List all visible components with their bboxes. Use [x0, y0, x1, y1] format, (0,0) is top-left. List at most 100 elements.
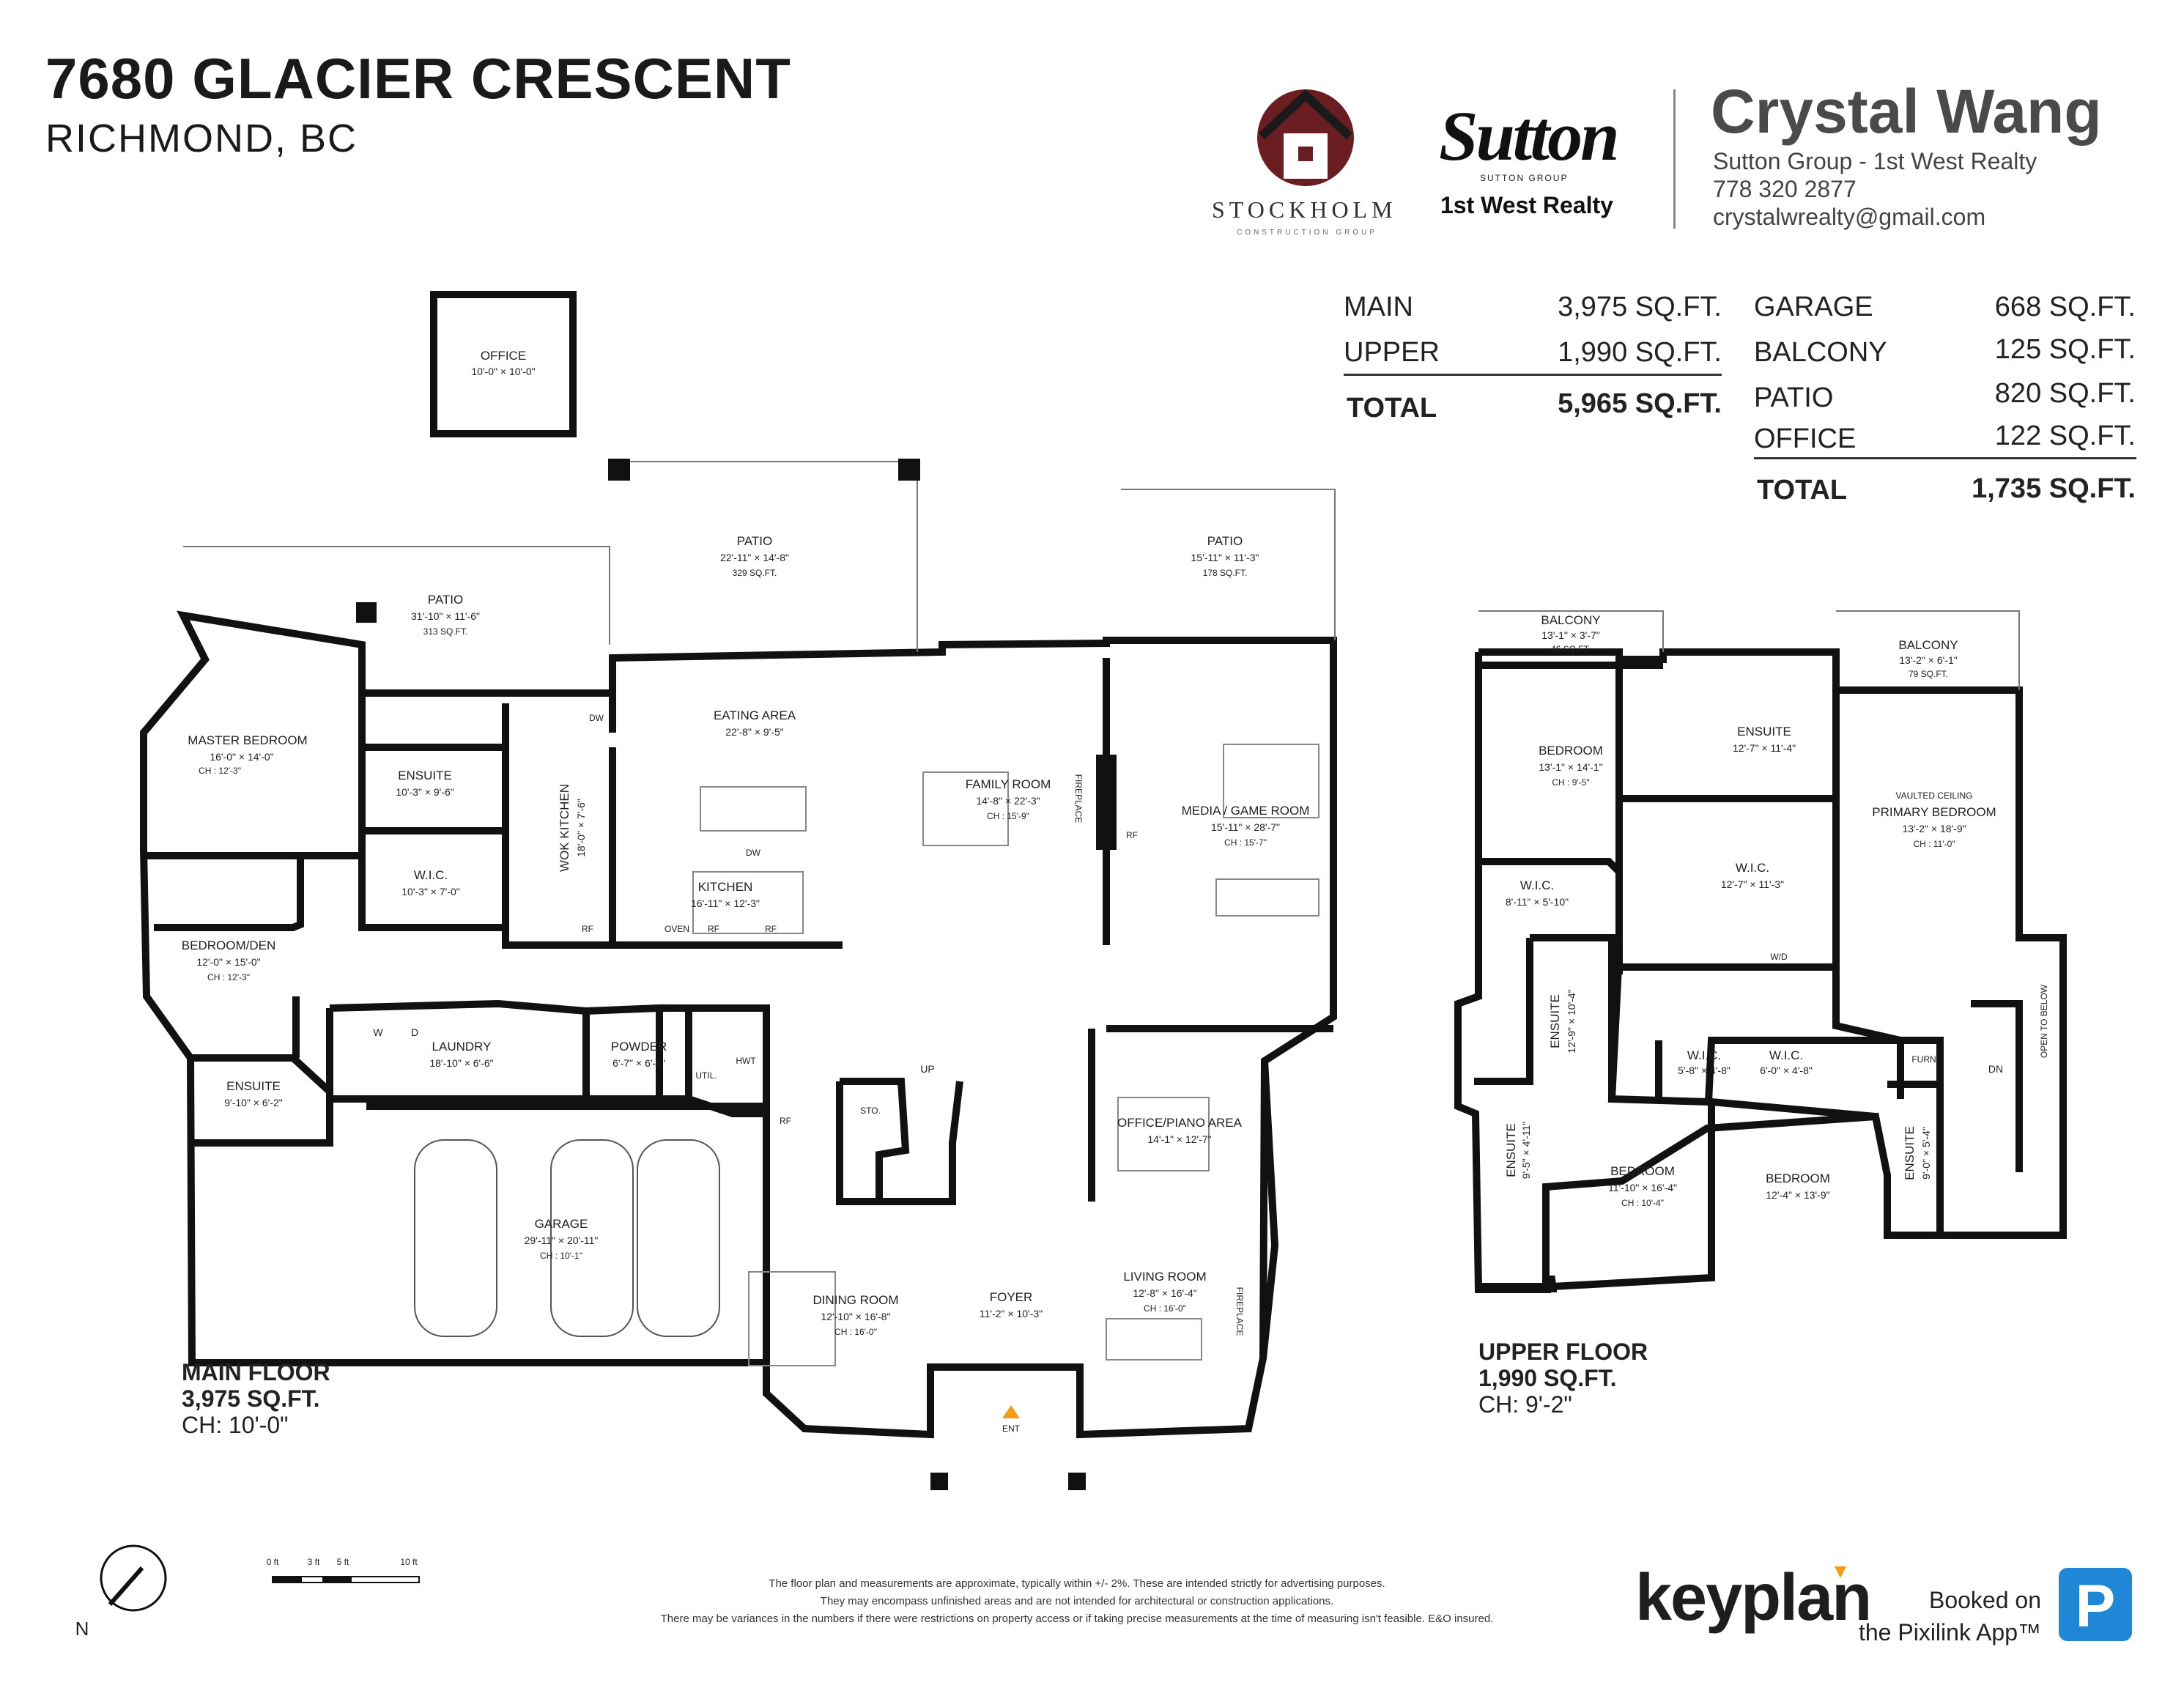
garage-ch: CH : 10'-1"	[540, 1251, 582, 1261]
main-floor-ceiling: CH: 10'-0"	[182, 1412, 289, 1438]
balcony1-dims: 13'-1" × 3'-7"	[1541, 629, 1600, 641]
upper-floor-label: UPPER FLOOR	[1478, 1339, 1648, 1365]
ensuite-a-dims: 12'-7" × 11'-4"	[1733, 742, 1796, 754]
family-dims: 14'-8" × 22'-3"	[976, 795, 1040, 807]
garage-name: GARAGE	[535, 1217, 588, 1231]
area-total2-label: TOTAL	[1757, 475, 1848, 506]
wic-a-name: W.I.C.	[1520, 878, 1554, 892]
main-floor-walls	[140, 291, 1337, 1439]
patio-center-name: PATIO	[737, 534, 773, 548]
sutton-sub: SUTTON GROUP	[1480, 173, 1569, 183]
scale-0: 0 ft	[267, 1557, 279, 1567]
balcony2-dims: 13'-2" × 6'-1"	[1899, 654, 1958, 666]
area-total2-value: 1,735 SQ.FT.	[1972, 473, 2136, 504]
area-office-label: OFFICE	[1754, 423, 1857, 454]
primary-vaulted: VAULTED CEILING	[1896, 791, 1973, 801]
main-floor-area: 3,975 SQ.FT.	[182, 1385, 320, 1412]
wic-name: W.I.C.	[414, 868, 448, 882]
master-name: MASTER BEDROOM	[188, 733, 307, 747]
disclaimer-line1: The floor plan and measurements are appr…	[769, 1577, 1385, 1590]
ensuite-c-dims: 9'-5" × 4'-11"	[1520, 1122, 1532, 1179]
media-name: MEDIA / GAME ROOM	[1182, 804, 1310, 818]
master-dims: 16'-0" × 14'-0"	[210, 751, 273, 763]
balcony2-area: 79 SQ.FT.	[1909, 669, 1948, 679]
pixilink-app-icon[interactable]: P	[2059, 1568, 2132, 1641]
area-main-label: MAIN	[1344, 292, 1413, 322]
agent-company: Sutton Group - 1st West Realty	[1713, 148, 2037, 174]
patio-left-name: PATIO	[428, 593, 464, 607]
up-mark: UP	[920, 1063, 934, 1075]
furn-mark: FURN	[1911, 1054, 1936, 1065]
north-label: N	[75, 1618, 89, 1640]
bedden-ch: CH : 12'-3"	[207, 972, 250, 982]
primary-name: PRIMARY BEDROOM	[1872, 805, 1996, 819]
rf-mark-3: RF	[765, 924, 777, 934]
dw-mark-2: DW	[746, 848, 761, 858]
ensuite1-name: ENSUITE	[398, 769, 452, 782]
patio-right-dims: 15'-11" × 11'-3"	[1191, 552, 1259, 563]
patio-right-area: 178 SQ.FT.	[1203, 568, 1248, 578]
garage-dims: 29'-11" × 20'-11"	[525, 1234, 599, 1246]
bedden-name: BEDROOM/DEN	[182, 939, 275, 952]
balcony1-name: BALCONY	[1541, 613, 1600, 627]
scale-bar: 0 ft 3 ft 5 ft 10 ft	[267, 1557, 420, 1583]
dw-mark-1: DW	[589, 713, 604, 723]
scale-10: 10 ft	[400, 1557, 418, 1567]
dryer-mark: D	[411, 1026, 418, 1038]
bedroom2-name: BEDROOM	[1610, 1164, 1675, 1178]
north-arrow-icon: N	[75, 1544, 167, 1640]
laundry-name: LAUNDRY	[432, 1040, 492, 1054]
disclaimer: The floor plan and measurements are appr…	[557, 1575, 1597, 1628]
upper-floor-ceiling: CH: 9'-2"	[1478, 1391, 1572, 1418]
sto-mark: STO.	[860, 1106, 881, 1116]
dining-dims: 12'-10" × 16'-8"	[821, 1311, 890, 1322]
dining-ch: CH : 16'-0"	[834, 1327, 877, 1337]
bedroom1-name: BEDROOM	[1539, 744, 1603, 758]
bedroom2-ch: CH : 10'-4"	[1621, 1198, 1664, 1208]
kitchen-name: KITCHEN	[698, 880, 753, 894]
stockholm-logo	[1257, 89, 1354, 186]
main-floor-label: MAIN FLOOR	[182, 1359, 330, 1385]
ensuite-a-name: ENSUITE	[1737, 725, 1791, 738]
powder-dims: 6'-7" × 6'-6"	[612, 1057, 665, 1069]
foyer-name: FOYER	[990, 1290, 1033, 1304]
area-patio-label: PATIO	[1754, 382, 1834, 413]
area-garage-value: 668 SQ.FT.	[1994, 292, 2136, 322]
family-ch: CH : 15'-9"	[987, 811, 1029, 821]
rf-mark-5: RF	[780, 1116, 791, 1126]
scale-3: 3 ft	[308, 1557, 320, 1567]
laundry-dims: 18'-10" × 6'-6"	[429, 1057, 493, 1069]
area-divider-1	[1344, 374, 1722, 376]
address-line1: 7680 GLACIER CRESCENT	[45, 46, 791, 111]
bedroom1-ch: CH : 9'-5"	[1552, 777, 1589, 788]
dining-name: DINING ROOM	[812, 1293, 898, 1307]
ensuite1-dims: 10'-3" × 9'-6"	[396, 786, 454, 798]
family-name: FAMILY ROOM	[966, 777, 1051, 791]
bedroom1-dims: 13'-1" × 14'-1"	[1539, 761, 1602, 773]
eating-dims: 22'-8" × 9'-5"	[725, 726, 784, 738]
media-dims: 15'-11" × 28'-7"	[1211, 821, 1280, 833]
rf-mark-4: RF	[1126, 830, 1138, 840]
columns	[356, 459, 1117, 1490]
patio-right-name: PATIO	[1207, 534, 1243, 548]
area-total-value: 5,965 SQ.FT.	[1558, 388, 1722, 419]
office-name: OFFICE	[481, 349, 526, 363]
fireplace-mark-1: FIREPLACE	[1073, 774, 1084, 823]
office-dims: 10'-0" × 10'-0"	[471, 366, 535, 377]
bedroom2-dims: 11'-10" × 16'-4"	[1608, 1182, 1677, 1193]
wic-a-dims: 8'-11" × 5'-10"	[1506, 896, 1569, 908]
ensuite-b-dims: 12'-9" × 10'-4"	[1566, 989, 1577, 1053]
primary-dims: 13'-2" × 18'-9"	[1902, 823, 1966, 834]
rf-mark-2: RF	[708, 924, 719, 934]
area-total-label: TOTAL	[1347, 393, 1437, 423]
dn-mark: DN	[1988, 1063, 2003, 1075]
ensuite-b-name: ENSUITE	[1548, 994, 1562, 1048]
sutton-brand: 1st West Realty	[1440, 192, 1613, 218]
booked-line1: Booked on	[1928, 1587, 2041, 1613]
living-name: LIVING ROOM	[1123, 1270, 1206, 1284]
upper-floor-walls	[1454, 648, 2067, 1293]
area-main-value: 3,975 SQ.FT.	[1558, 292, 1722, 322]
keyplan-accent-icon	[1835, 1566, 1846, 1578]
master-ch: CH : 12'-3"	[199, 766, 241, 776]
